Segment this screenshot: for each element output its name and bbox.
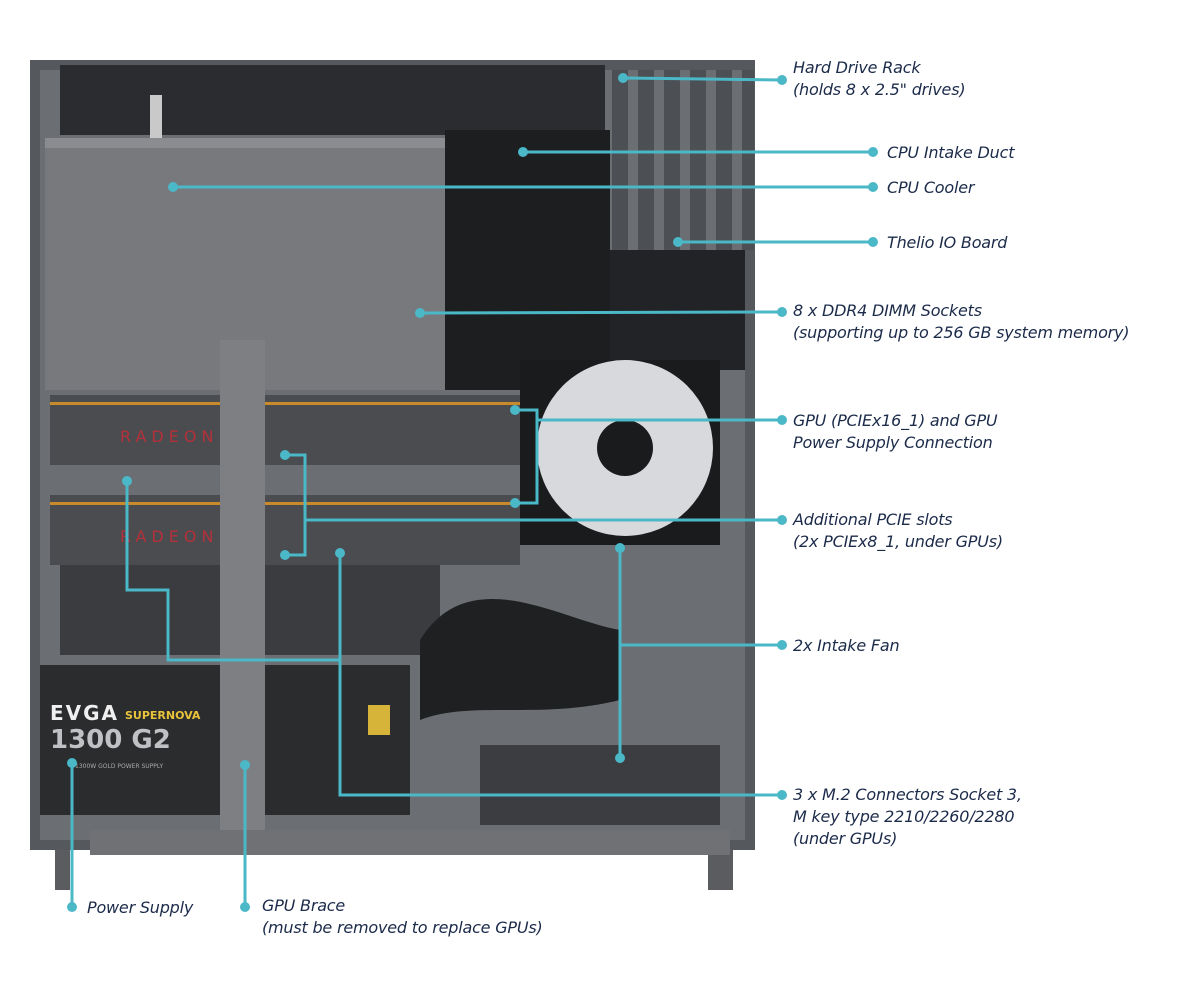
- label-line: 3 x M.2 Connectors Socket 3,: [793, 785, 1022, 804]
- label-line: (under GPUs): [793, 829, 898, 848]
- cpu-intake-duct-shape: [445, 130, 610, 390]
- gpu-1-brand: RADEON: [120, 427, 218, 446]
- hard-drive-rack-shape: [612, 70, 754, 250]
- psu-series: SUPERNOVA: [125, 709, 201, 722]
- label-m2-connectors: 3 x M.2 Connectors Socket 3, M key type …: [793, 784, 1022, 850]
- label-line: (2x PCIEx8_1, under GPUs): [793, 532, 1003, 551]
- heatpipe: [150, 95, 162, 140]
- leader-lines: [70, 76, 873, 907]
- foot-right: [708, 850, 733, 890]
- gpu-brace-shape: [220, 340, 265, 840]
- label-intake-fan: 2x Intake Fan: [793, 635, 900, 657]
- leader-dots: [67, 73, 878, 912]
- label-line: 2x Intake Fan: [793, 636, 900, 655]
- label-line: Power Supply Connection: [793, 433, 993, 452]
- label-pcie-slots: Additional PCIE slots (2x PCIEx8_1, unde…: [793, 509, 1003, 553]
- label-dimm-sockets: 8 x DDR4 DIMM Sockets (supporting up to …: [793, 300, 1130, 344]
- label-line: GPU (PCIEx16_1) and GPU: [793, 411, 998, 430]
- psu-model: 1300 G2: [50, 725, 171, 755]
- label-power-supply: Power Supply: [87, 897, 193, 919]
- label-hard-drive-rack: Hard Drive Rack (holds 8 x 2.5" drives): [793, 57, 966, 101]
- label-line: Power Supply: [87, 898, 194, 917]
- foot-left: [55, 850, 70, 890]
- cooler-edge: [45, 138, 445, 148]
- gpu-2-trim: [50, 502, 520, 505]
- case-bottom-rail: [90, 830, 730, 855]
- label-line: Hard Drive Rack: [793, 58, 921, 77]
- psu-caption: 1300W GOLD POWER SUPPLY: [75, 763, 163, 770]
- psu-cables: [420, 599, 620, 720]
- label-thelio-io-board: Thelio IO Board: [887, 232, 1007, 254]
- psu-gold-badge: [368, 705, 390, 735]
- gpu-2-brand: RADEON: [120, 527, 218, 546]
- fan-hub: [597, 420, 653, 476]
- psu-brand: EVGA: [50, 701, 119, 725]
- motherboard-top: [60, 65, 605, 135]
- label-line: (must be removed to replace GPUs): [262, 918, 543, 937]
- io-cables: [610, 250, 745, 370]
- label-line: CPU Cooler: [887, 178, 975, 197]
- label-line: Additional PCIE slots: [793, 510, 953, 529]
- label-line: GPU Brace: [262, 896, 346, 915]
- label-line: M key type 2210/2260/2280: [793, 807, 1015, 826]
- bottom-fan: [480, 745, 720, 825]
- label-line: (holds 8 x 2.5" drives): [793, 80, 966, 99]
- gpu-1-trim: [50, 402, 520, 405]
- label-line: CPU Intake Duct: [887, 143, 1015, 162]
- label-cpu-intake-duct: CPU Intake Duct: [887, 142, 1014, 164]
- label-line: 8 x DDR4 DIMM Sockets: [793, 301, 982, 320]
- label-line: (supporting up to 256 GB system memory): [793, 323, 1130, 342]
- label-cpu-cooler: CPU Cooler: [887, 177, 974, 199]
- label-line: Thelio IO Board: [887, 233, 1008, 252]
- label-gpu: GPU (PCIEx16_1) and GPU Power Supply Con…: [793, 410, 998, 454]
- label-gpu-brace: GPU Brace (must be removed to replace GP…: [262, 895, 543, 939]
